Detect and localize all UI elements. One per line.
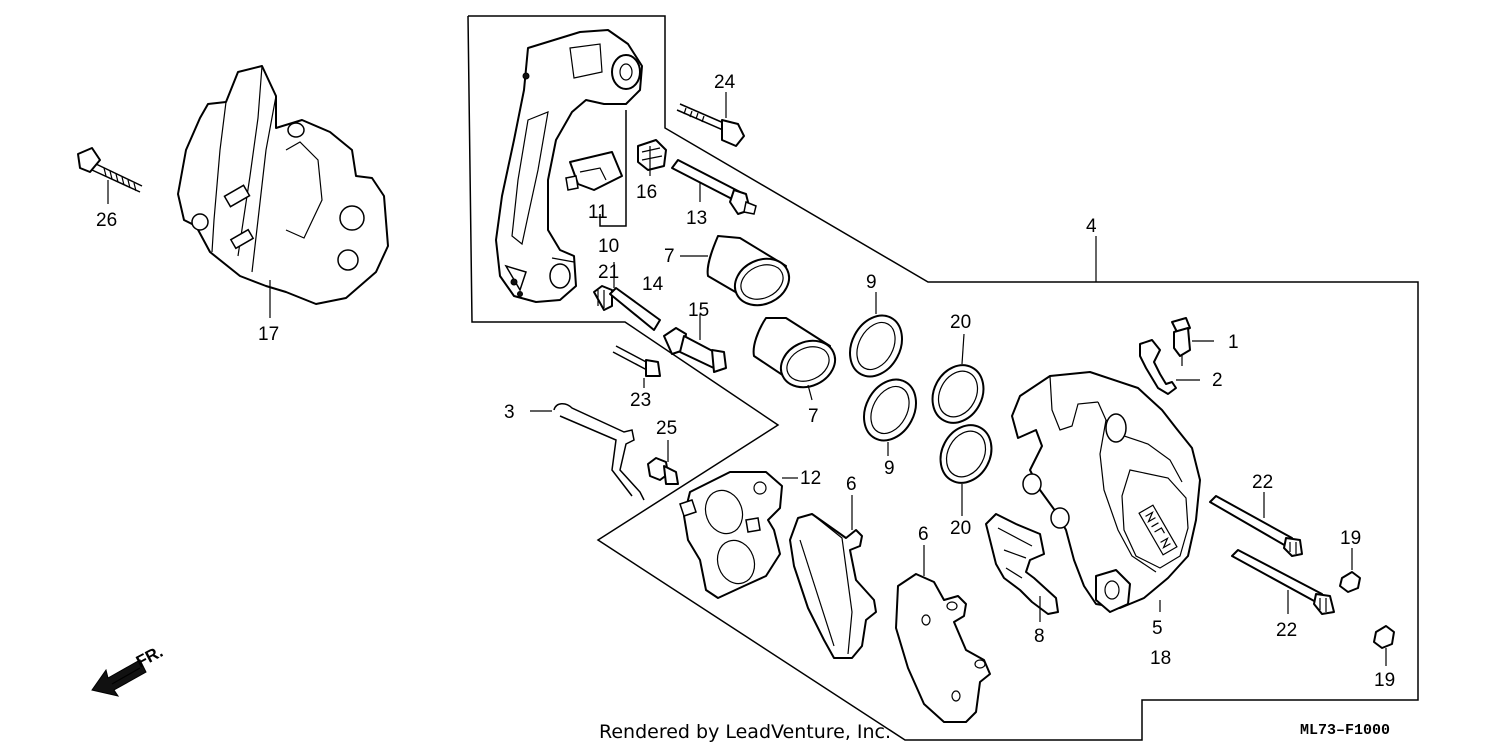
callout-26: 26 [96, 210, 117, 231]
dust-seal-20-upper [931, 364, 985, 424]
pin-cap-19-upper [1339, 548, 1361, 593]
callout-21: 21 [598, 262, 619, 283]
caliper-body-5 [1011, 371, 1201, 613]
callout-15: 15 [688, 300, 709, 321]
pin-bolt-15 [663, 314, 727, 373]
callout-20-lower: 20 [950, 518, 971, 539]
caliper-bracket-10 [495, 29, 643, 303]
callout-19-lower: 19 [1374, 670, 1395, 691]
callout-8: 8 [1034, 626, 1045, 647]
callout-11: 11 [588, 202, 608, 223]
callout-5: 5 [1152, 618, 1163, 639]
callout-20-upper: 20 [950, 312, 971, 333]
bolt-26 [77, 147, 143, 204]
callout-19-upper: 19 [1340, 528, 1361, 549]
callout-24: 24 [714, 72, 736, 93]
front-arrow-icon [91, 659, 147, 697]
callout-12: 12 [800, 468, 821, 489]
caliper-pin-22-upper [1209, 492, 1303, 557]
leader-lines [643, 146, 1097, 516]
callout-16: 16 [636, 182, 657, 203]
diagram-code: ML73–F1000 [1300, 722, 1390, 739]
callout-7-upper: 7 [664, 246, 675, 267]
callout-9-upper: 9 [866, 272, 877, 293]
callout-10: 10 [598, 236, 619, 257]
callout-7-lower: 7 [808, 406, 819, 427]
front-direction-indicator: FR. [91, 642, 166, 697]
brake-pad-6-outer [895, 545, 991, 723]
pin-cap-19-lower [1373, 625, 1395, 666]
dust-seal-20-lower [939, 424, 993, 484]
callout-13: 13 [686, 208, 707, 229]
brake-pad-6-inner [789, 495, 877, 659]
callout-23: 23 [630, 390, 651, 411]
credit-text: Rendered by LeadVenture, Inc. [599, 721, 891, 743]
bolt-24 [676, 92, 745, 147]
callout-labels: 1 2 3 4 5 6 6 7 7 8 9 9 10 11 12 13 14 1… [96, 72, 1395, 691]
boot-16 [637, 139, 667, 171]
callout-3: 3 [504, 402, 515, 423]
piston-seal-9-lower [863, 378, 917, 442]
bolt-23 [612, 345, 661, 377]
caliper-pin-22-lower [1231, 549, 1335, 615]
callout-6-inner: 6 [846, 474, 857, 495]
callout-2: 2 [1212, 370, 1223, 391]
piston-seal-9-upper [849, 314, 903, 378]
bolt-25 [647, 440, 679, 485]
callout-9-lower: 9 [884, 458, 895, 479]
callout-1: 1 [1228, 332, 1239, 353]
callout-17: 17 [258, 324, 279, 345]
caliper-assembly-17 [177, 65, 389, 318]
pad-spring-8 [985, 513, 1059, 622]
callout-22-upper: 22 [1252, 472, 1273, 493]
bleeder-valve-1 [1171, 317, 1214, 366]
callout-6-outer: 6 [918, 524, 929, 545]
pad-retainer-11 [565, 151, 623, 191]
callout-14: 14 [642, 274, 664, 295]
piston-7-upper [706, 235, 791, 307]
bleeder-cap-2 [1139, 339, 1200, 395]
pad-pin-spring-3 [530, 403, 645, 501]
slide-pin-13 [671, 159, 757, 215]
piston-7-lower [752, 317, 837, 389]
callout-18: 18 [1150, 648, 1171, 669]
pad-shim-12 [679, 471, 798, 599]
callout-22-lower: 22 [1276, 620, 1297, 641]
slide-pin-14 [593, 262, 661, 331]
callout-4: 4 [1086, 216, 1097, 237]
caliper-brand-mark [1138, 504, 1178, 556]
bracket-group-outline [467, 15, 1419, 741]
callout-25: 25 [656, 418, 677, 439]
